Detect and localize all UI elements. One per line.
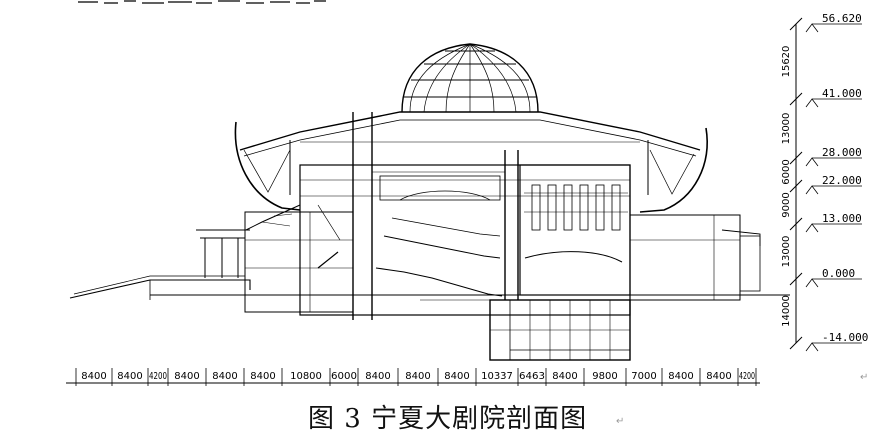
elevation-scale: 56.620 41.000 28.000 22.000 13.000 0.000 -14.0… (781, 12, 868, 352)
bay-dimension-label: 4200 (149, 371, 167, 382)
right-wing (629, 214, 761, 301)
elevation-label: 28.000 (822, 146, 862, 159)
elevation-label: 56.620 (822, 12, 862, 25)
bay-dimension-label: 8400 (81, 371, 106, 382)
right-shell (639, 127, 708, 213)
bay-dimension-label: 6000 (331, 371, 357, 382)
bay-dimension-label: 8400 (250, 371, 275, 382)
bay-dimension-label: 9800 (592, 371, 617, 382)
elevation-label: 22.000 (822, 174, 862, 187)
caption-paragraph-mark: ↵ (616, 416, 625, 427)
left-lobby (244, 204, 354, 313)
entrance-canopy (196, 229, 250, 278)
bay-dimension-label: 8400 (117, 371, 142, 382)
bay-dimension-label: 10800 (290, 371, 322, 382)
dimension-chain: 8400 8400 4200 8400 8400 8400 10800 6000 8400 840… (66, 368, 760, 386)
bay-dimension-label: 7000 (631, 371, 656, 382)
bay-dimension-label: 8400 (444, 371, 469, 382)
clipped-top-text (78, 0, 326, 4)
story-height-label: 13000 (781, 113, 792, 145)
elevation-label: 41.000 (822, 87, 862, 100)
story-height-label: 9000 (781, 192, 792, 217)
stage-tower (519, 164, 631, 296)
story-height-label: 14000 (781, 295, 792, 327)
paragraph-mark: ↵ (860, 372, 869, 383)
bay-dimension-label: 8400 (365, 371, 390, 382)
bay-dimension-label: 4200 (739, 371, 755, 382)
building-walls (299, 112, 631, 320)
bay-dimension-label: 10337 (481, 371, 513, 382)
left-shell (234, 121, 301, 211)
roof-structure (239, 111, 701, 195)
bay-dimension-label: 8400 (212, 371, 237, 382)
bay-dimension-label: 8400 (174, 371, 199, 382)
elevation-label: 13.000 (822, 212, 862, 225)
story-height-label: 15620 (781, 46, 792, 78)
bay-dimension-label: 8400 (552, 371, 577, 382)
story-height-label: 13000 (781, 236, 792, 268)
dome (401, 43, 539, 113)
auditorium-seating (375, 217, 503, 301)
bay-dimension-label: 6463 (519, 371, 545, 382)
elevation-label: -14.000 (822, 331, 868, 344)
bay-dimension-label: 8400 (668, 371, 693, 382)
ground-and-ramp (69, 275, 790, 300)
story-height-label: 6000 (781, 159, 792, 184)
basement (489, 299, 631, 361)
elevation-label: 0.000 (822, 267, 855, 280)
figure-caption: 图 3 宁夏大剧院剖面图 (308, 404, 588, 434)
bay-dimension-label: 8400 (706, 371, 731, 382)
bay-dimension-label: 8400 (405, 371, 430, 382)
